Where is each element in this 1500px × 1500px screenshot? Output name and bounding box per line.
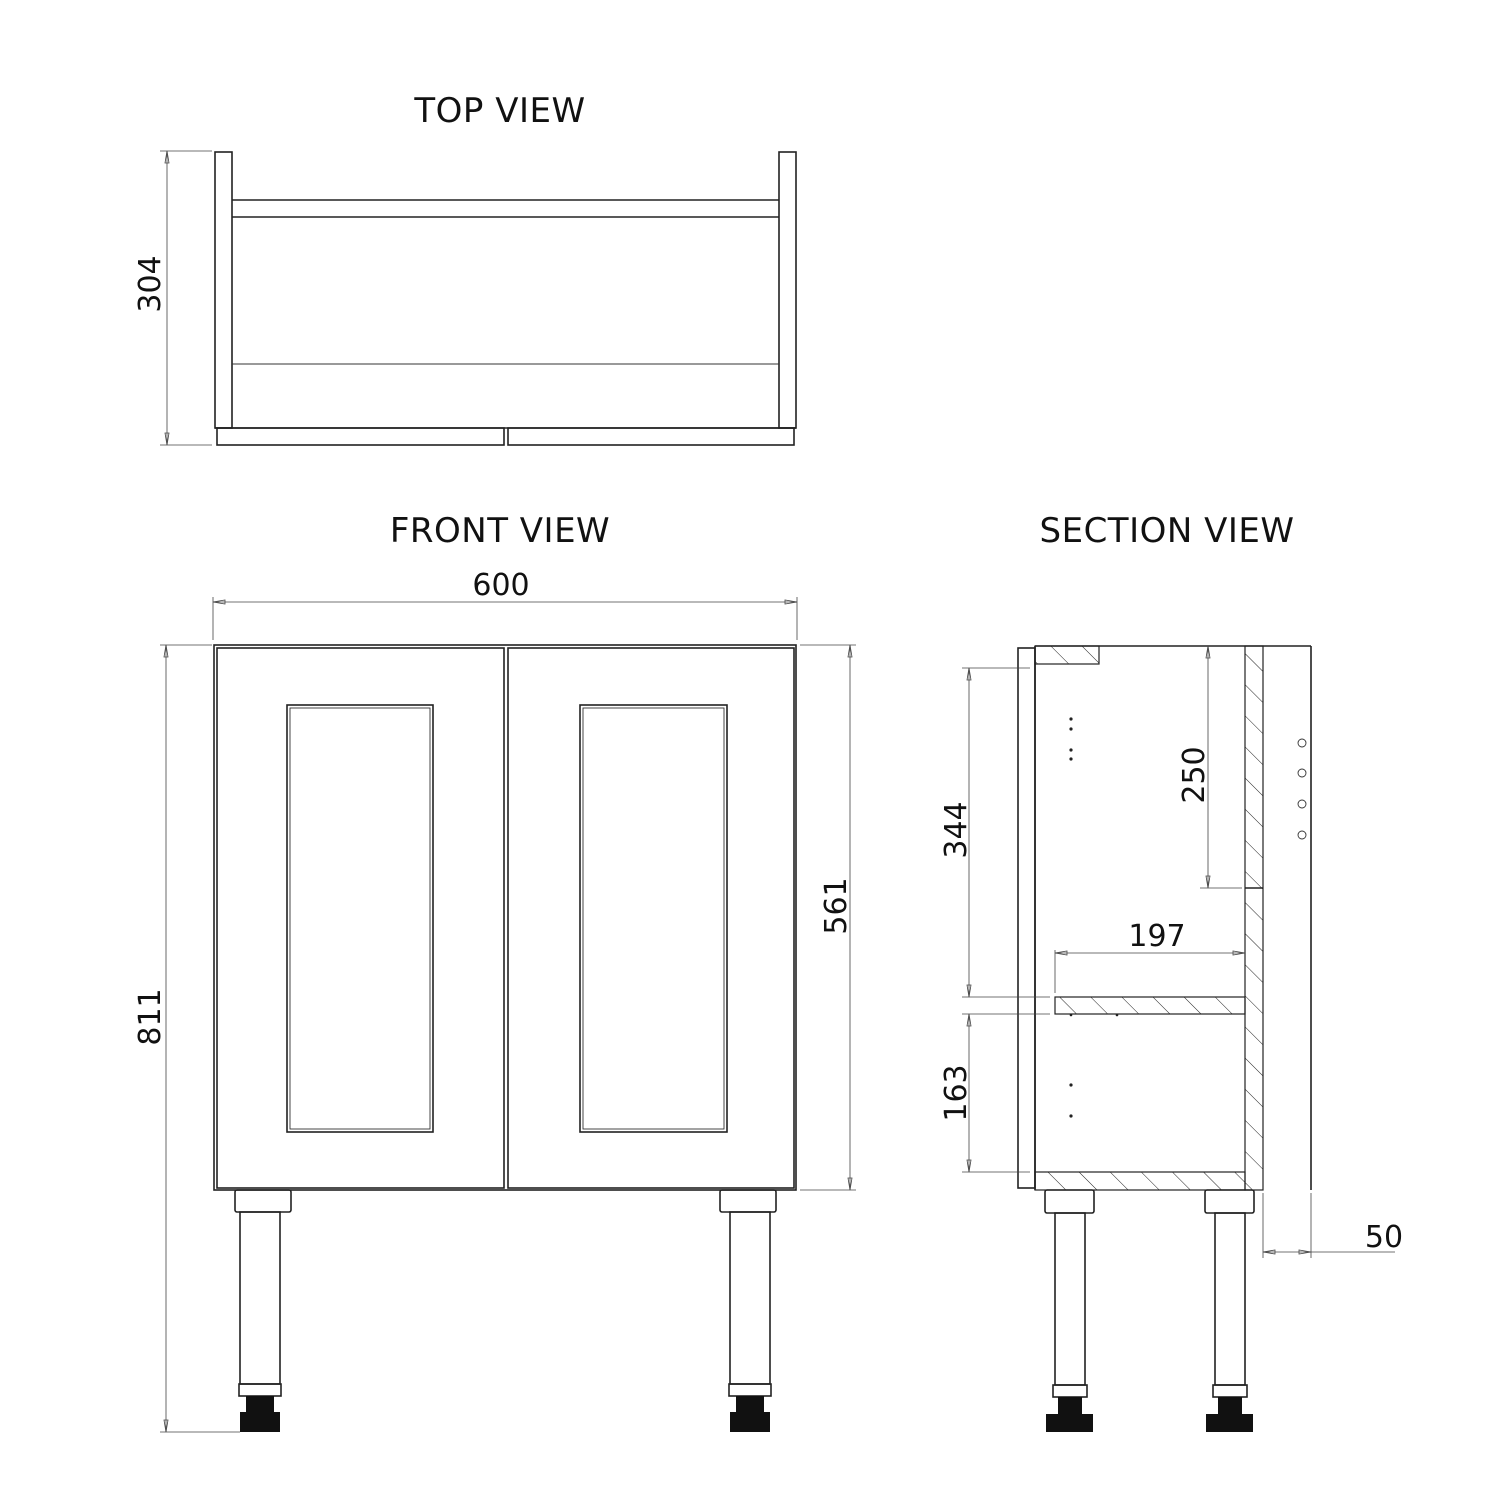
upper-opening-dimension: 344 [939, 667, 1050, 998]
dim-163: 163 [939, 1064, 974, 1121]
top-view: TOP VIEW 304 [133, 91, 797, 446]
left-door [216, 647, 505, 1189]
lower-opening-dimension: 163 [939, 1013, 1050, 1173]
front-view-title: FRONT VIEW [390, 511, 610, 551]
section-back-leg [1204, 1189, 1255, 1432]
front-left-leg [234, 1189, 292, 1432]
shelf-section [1054, 996, 1246, 1015]
front-width-dimension: 600 [212, 568, 798, 640]
front-body-height-dimension: 561 [800, 644, 856, 1191]
left-side-panel [214, 151, 233, 429]
dim-50: 50 [1365, 1220, 1403, 1255]
front-right-leg [719, 1189, 777, 1432]
dim-344: 344 [939, 801, 974, 858]
front-view: FRONT VIEW 600 [133, 511, 856, 1433]
top-view-title: TOP VIEW [413, 91, 585, 131]
back-gap-dimension: 50 [1262, 1193, 1403, 1258]
shelf-depth-dimension: 197 [1054, 919, 1246, 993]
back-service-holes [1297, 738, 1307, 840]
dim-811: 811 [133, 988, 168, 1045]
section-view: SECTION VIEW [939, 511, 1403, 1432]
section-view-title: SECTION VIEW [1040, 511, 1295, 551]
right-door-panel [579, 704, 728, 1133]
right-door [507, 647, 795, 1189]
bottom-panel-section [1034, 1171, 1246, 1191]
top-to-divider-dimension: 250 [1177, 645, 1242, 889]
left-door-panel [286, 704, 434, 1133]
dim-600: 600 [472, 568, 529, 603]
dim-197: 197 [1128, 919, 1185, 954]
top-view-right-door [507, 427, 795, 446]
top-depth-dimension: 304 [133, 150, 212, 446]
front-total-height-dimension: 811 [133, 644, 240, 1433]
section-door [1017, 647, 1036, 1189]
top-rail-section [1034, 645, 1100, 665]
right-side-panel [778, 151, 797, 429]
dim-304: 304 [133, 255, 168, 312]
dim-250: 250 [1177, 746, 1212, 803]
section-front-leg [1044, 1189, 1095, 1432]
top-view-left-door [216, 427, 505, 446]
shelf-pin-holes [1069, 717, 1119, 1118]
back-panel-section [1244, 645, 1264, 1191]
cabinet-carcass [213, 644, 797, 1191]
dim-561: 561 [819, 877, 854, 934]
